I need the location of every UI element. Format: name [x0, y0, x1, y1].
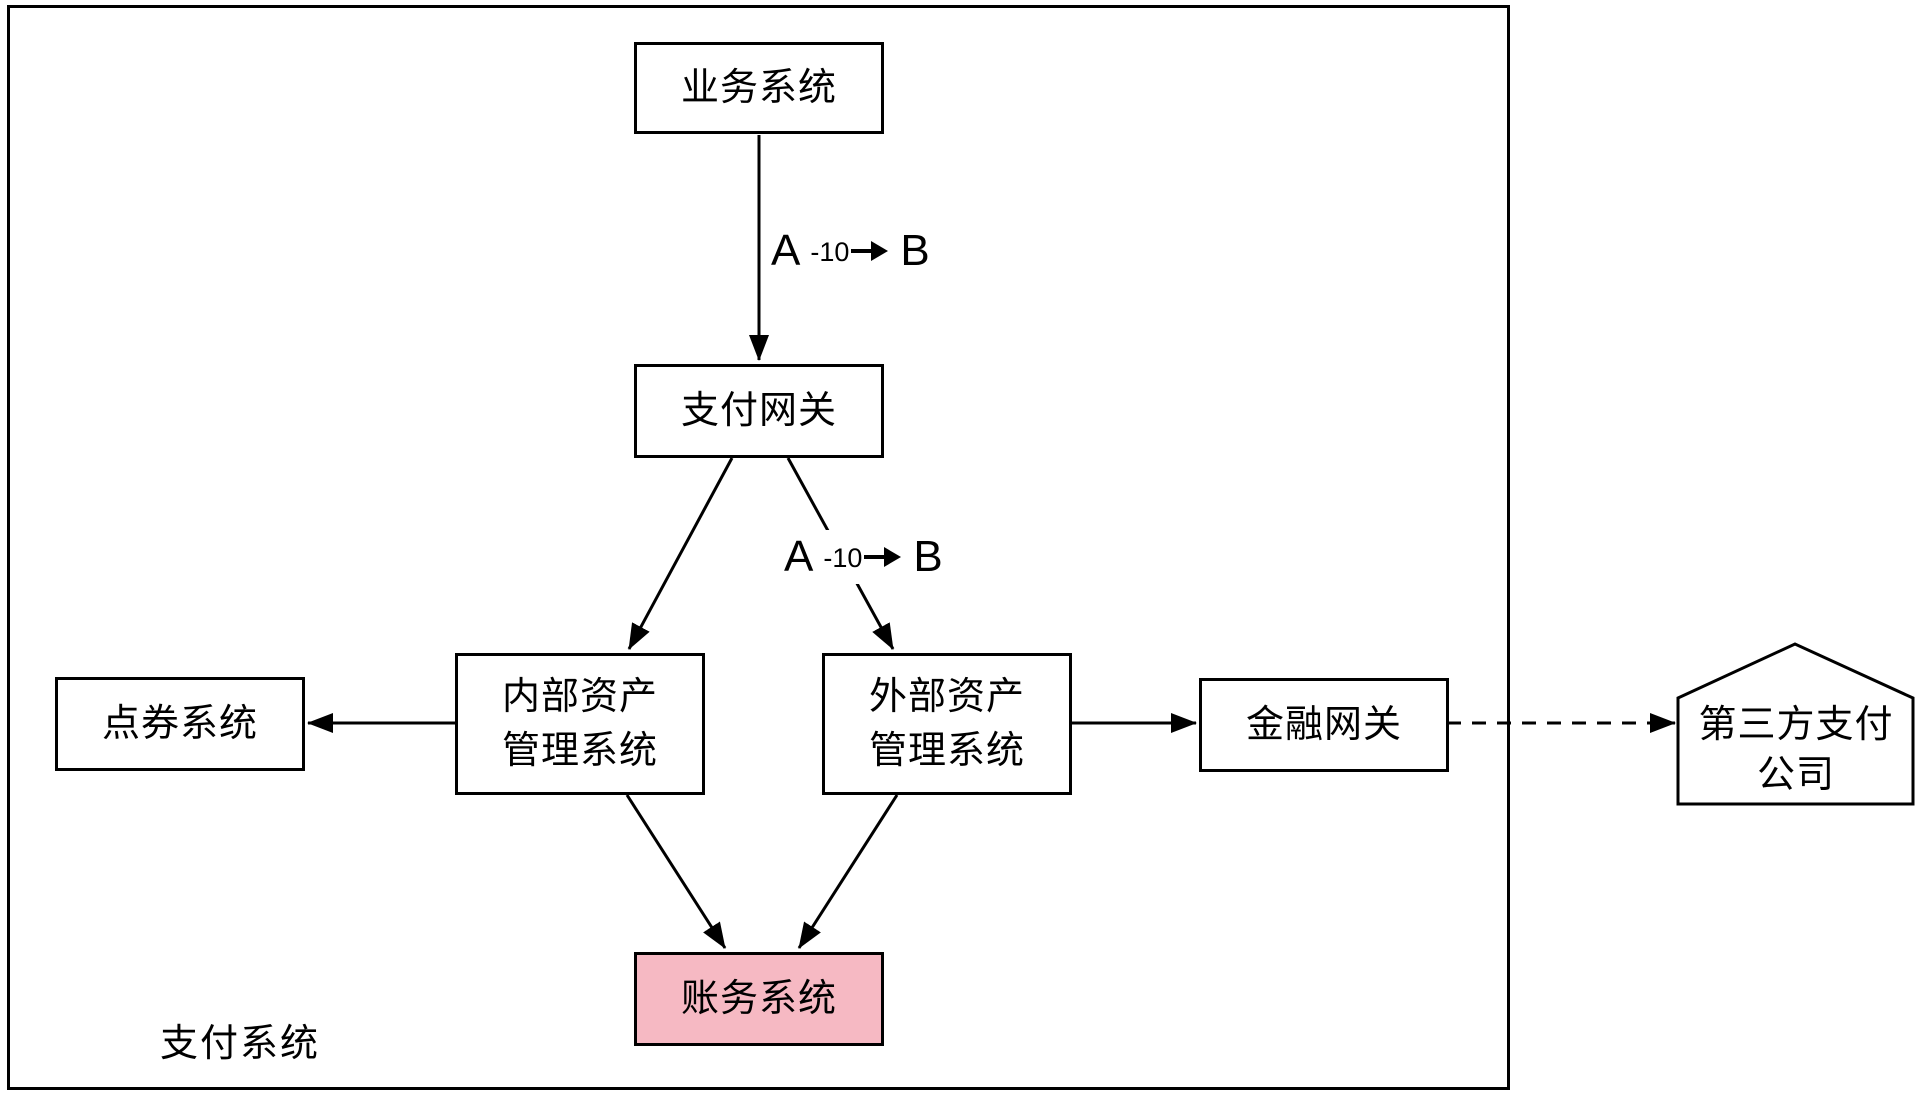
arrow-gateway-to-internal: [627, 457, 734, 650]
node-label-line2: 公司: [1756, 754, 1835, 796]
transfer-to: B: [913, 532, 943, 581]
node-label-line2: 管理系统: [501, 730, 658, 772]
node-label-line1: 外部资产: [868, 676, 1025, 718]
transfer-from: A: [771, 226, 801, 275]
node-external-asset-management: 外部资产 管理系统: [822, 653, 1072, 795]
boundary-title: 支付系统: [160, 1023, 321, 1065]
node-label: 点券系统: [101, 703, 258, 745]
node-accounting-system: 账务系统: [634, 952, 884, 1046]
transfer-arrow-icon: -10: [810, 235, 889, 268]
transfer-label-gateway-external: A -10 B: [779, 530, 948, 584]
transfer-arrow-shaft: [851, 249, 872, 253]
node-label-line1: 第三方支付: [1698, 704, 1894, 746]
transfer-amount: -10: [823, 542, 863, 573]
third-party-house-shape: [1676, 642, 1915, 806]
node-label: 支付网关: [680, 390, 837, 432]
payment-system-boundary: [7, 5, 1510, 1090]
transfer-from: A: [784, 532, 814, 581]
transfer-arrow-icon: -10: [823, 541, 902, 574]
arrow-external-to-accounting: [797, 794, 899, 949]
node-label: 金融网关: [1245, 704, 1402, 746]
transfer-arrowhead-icon: [871, 241, 889, 261]
transfer-amount: -10: [810, 236, 850, 267]
transfer-to: B: [900, 226, 930, 275]
node-label-line2: 管理系统: [868, 730, 1025, 772]
node-coupon-system: 点券系统: [55, 677, 305, 771]
transfer-arrow-shaft: [864, 555, 885, 559]
node-internal-asset-management: 内部资产 管理系统: [455, 653, 705, 795]
arrow-internal-to-accounting: [625, 794, 727, 949]
transfer-arrowhead-icon: [884, 547, 902, 567]
node-label-line1: 内部资产: [501, 676, 658, 718]
node-payment-gateway: 支付网关: [634, 364, 884, 458]
node-business-system: 业务系统: [634, 42, 884, 134]
transfer-label-business-gateway: A -10 B: [766, 224, 935, 278]
node-label: 业务系统: [680, 67, 837, 109]
node-label: 账务系统: [680, 978, 837, 1020]
node-third-party-payment-company: 第三方支付 公司: [1682, 700, 1910, 800]
node-financial-gateway: 金融网关: [1199, 678, 1449, 772]
